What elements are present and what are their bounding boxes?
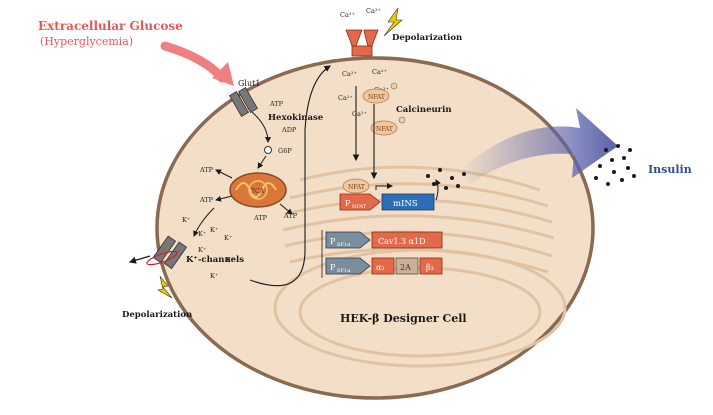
k-channel <box>146 235 188 270</box>
g6p-molecule <box>264 146 272 154</box>
calcineurin-label: Calcineurin <box>396 105 452 115</box>
cell-title: HEK-β Designer Cell <box>340 312 467 325</box>
svg-text:NFAT: NFAT <box>352 204 367 210</box>
svg-text:Cav1.3 α1D: Cav1.3 α1D <box>378 237 426 246</box>
insulin-label: Insulin <box>648 163 692 176</box>
ef1-promoter-a: P EF1α <box>325 231 371 249</box>
k-label-7: K⁺ <box>210 272 218 280</box>
glut1-label: Glut1 <box>238 79 260 88</box>
nfat-bubble-a <box>362 88 390 104</box>
mito-tca-label: TCA <box>251 188 265 195</box>
depolarization-signal-arrow <box>249 65 331 287</box>
phosphate-icon-2 <box>398 116 406 124</box>
k-label-6: K⁺ <box>226 256 234 264</box>
promoter-arrow <box>375 183 393 190</box>
k-label-5: K⁺ <box>198 246 206 254</box>
g6p-to-mito-arrow <box>257 155 267 169</box>
glut1-transporter <box>228 87 259 117</box>
ef1-promoter-b: P EF1α <box>325 257 371 275</box>
insulin-granules-outside <box>594 144 636 186</box>
nfat-label-a: NFAT <box>368 94 385 101</box>
alpha2-gene: α₂ <box>371 257 395 275</box>
atp-label-2: ATP <box>199 196 214 204</box>
svg-text:P: P <box>330 237 336 246</box>
cav13-gene: Cav1.3 α1D <box>371 231 443 249</box>
hexokinase-label: Hexokinase <box>268 113 324 123</box>
ca-in-label-3: Ca²⁺ <box>338 94 353 102</box>
nfat-bubble-c <box>342 178 370 194</box>
lightning-bolt-icon-top <box>383 7 403 37</box>
glucose-arrow <box>160 41 227 83</box>
ca-in-label-2: Ca²⁺ <box>372 68 387 76</box>
ca-top-label-1: Ca²⁺ <box>340 11 355 19</box>
insulin-granules-inside <box>426 168 466 190</box>
atp-arrow-3 <box>279 203 293 215</box>
svg-text:P: P <box>330 263 336 272</box>
cell-body <box>155 56 595 400</box>
k-channels-label: K⁺-channels <box>186 255 244 265</box>
mitochondrion <box>229 172 287 208</box>
header-subtitle: (Hyperglycemia) <box>40 35 133 48</box>
k-efflux-arrow <box>128 255 151 264</box>
2a-linker: 2A <box>395 257 419 275</box>
depolarization-label-bottom: Depolarization <box>122 310 192 320</box>
svg-text:EF1α: EF1α <box>337 268 351 274</box>
svg-text:EF1α: EF1α <box>337 242 351 248</box>
mins-gene: mINS <box>381 193 435 211</box>
ca-in-label-1: Ca²⁺ <box>342 70 357 78</box>
atp-label-3: ATP <box>253 214 268 222</box>
calcium-channel <box>345 29 379 57</box>
nfat-bubble-b <box>370 120 398 136</box>
nfat-label-c: NFAT <box>348 184 365 191</box>
atp-arrow-1 <box>215 169 233 179</box>
nfat-label-b: NFAT <box>376 126 393 133</box>
glucose-arrow-head <box>212 62 234 86</box>
g6p-label: G6P <box>278 147 292 155</box>
depolarization-label-top: Depolarization <box>392 33 462 43</box>
k-label-2: K⁺ <box>198 230 206 238</box>
atp-label-hexokinase: ATP <box>269 100 284 108</box>
k-label-1: K⁺ <box>182 216 190 224</box>
header-title: Extracellular Glucose <box>38 19 183 33</box>
mins-to-granules-arrow <box>435 179 441 201</box>
k-label-4: K⁺ <box>224 234 232 242</box>
svg-text:2A: 2A <box>400 263 411 272</box>
nfat-promoter: P NFAT <box>339 193 381 211</box>
svg-text:mINS: mINS <box>393 199 418 209</box>
adp-label: ADP <box>281 126 297 134</box>
atp-to-kchannel-arrow <box>193 207 215 237</box>
beta3-gene: β₃ <box>419 257 443 275</box>
insulin-secretion-arrow <box>460 108 618 184</box>
lightning-bolt-icon-bottom <box>157 275 173 299</box>
ca-top-label-2: Ca²⁺ <box>366 7 381 15</box>
svg-text:P: P <box>345 199 351 208</box>
k-label-3: K⁺ <box>210 226 218 234</box>
atp-label-4: ATP <box>283 212 298 220</box>
glucose-to-g6p-arrow <box>251 111 271 143</box>
atp-arrow-2 <box>215 195 233 202</box>
atp-label-1: ATP <box>199 166 214 174</box>
svg-text:β₃: β₃ <box>426 263 434 272</box>
ca-in-label-5: Ca²⁺ <box>352 110 367 118</box>
svg-text:α₂: α₂ <box>376 263 385 272</box>
phosphate-icon-1 <box>390 82 398 90</box>
